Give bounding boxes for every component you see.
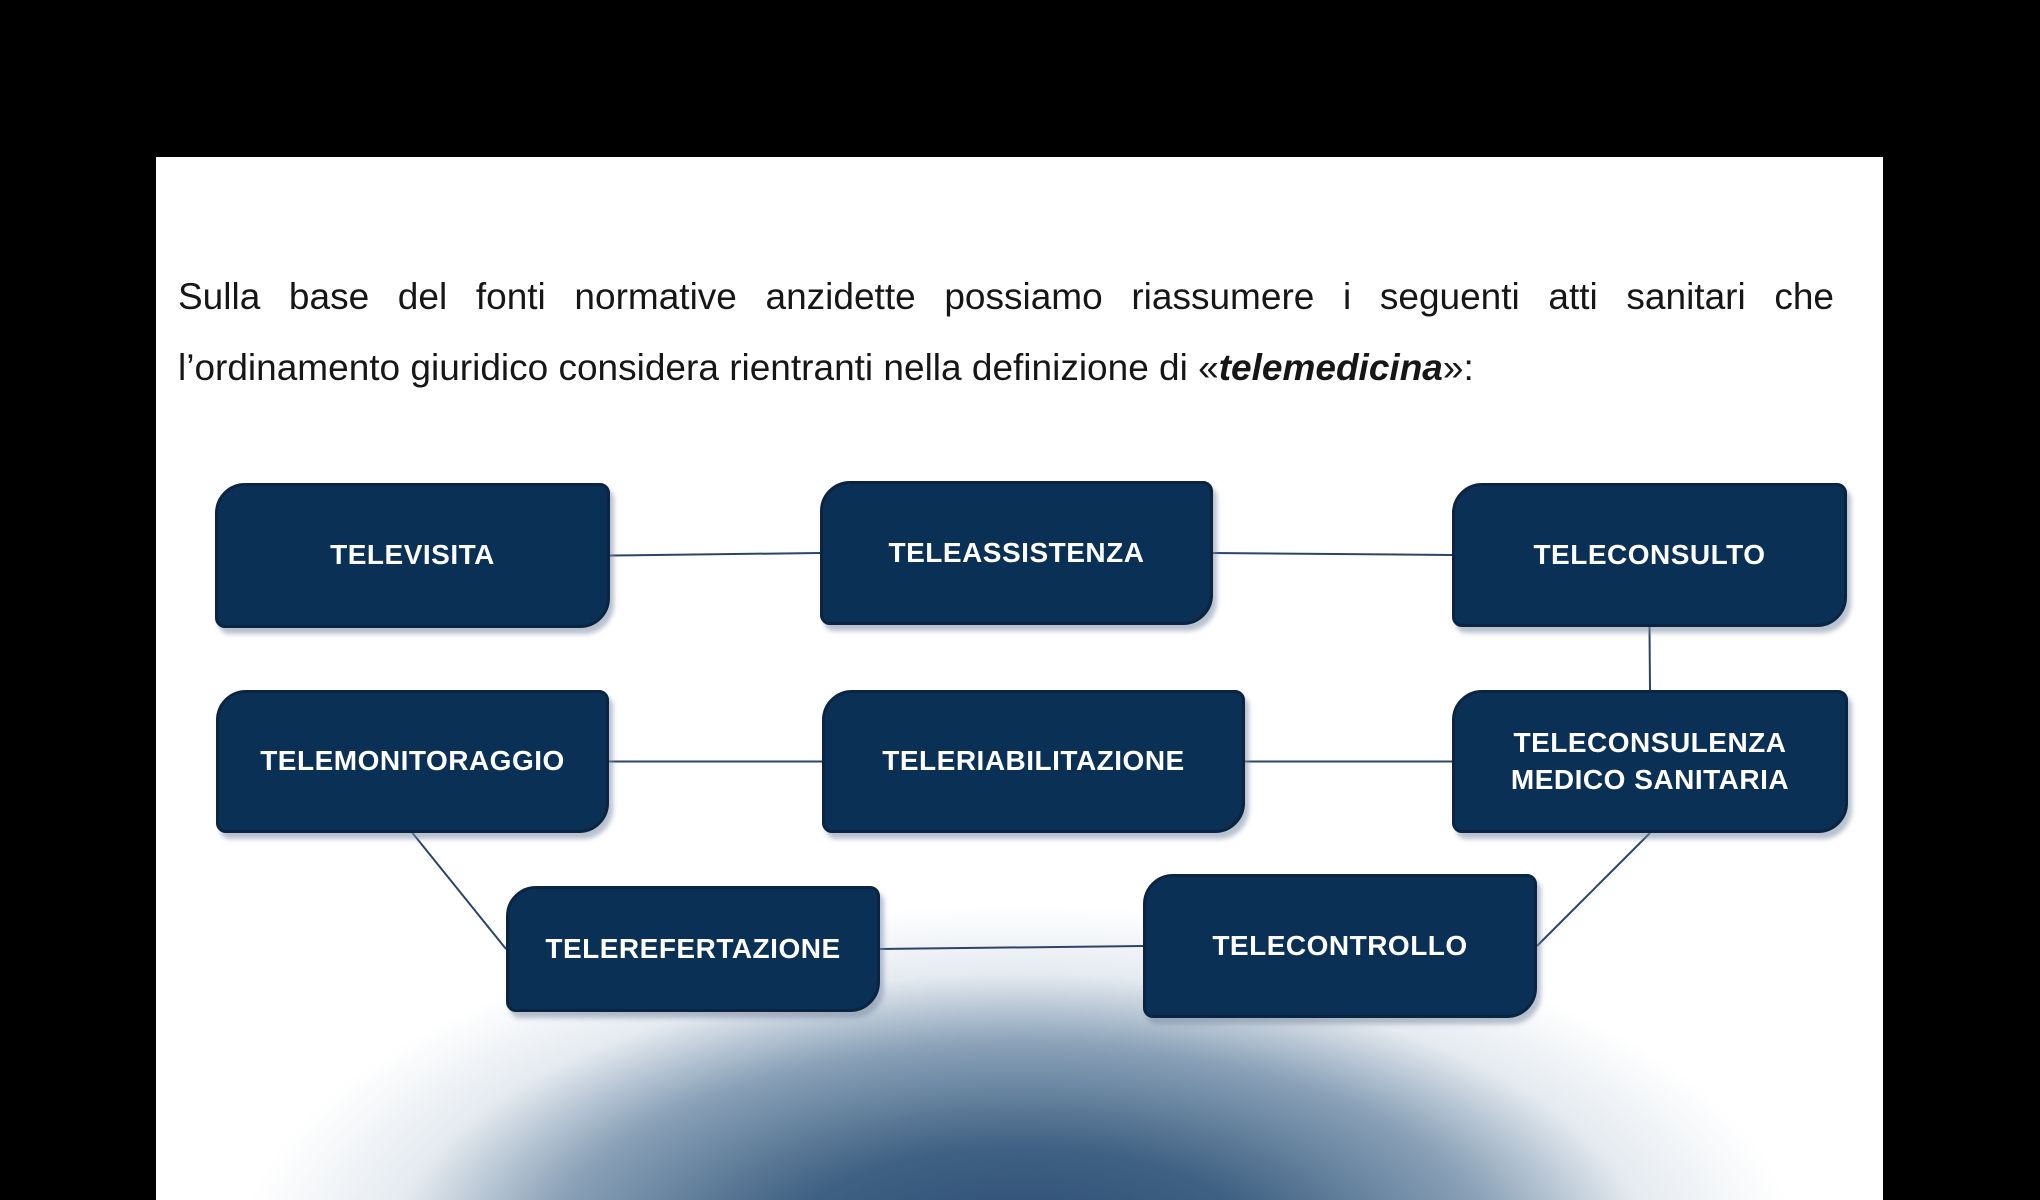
node-telemonitoraggio: TELEMONITORAGGIO <box>216 690 609 833</box>
node-teleriabilitazione: TELERIABILITAZIONE <box>822 690 1245 833</box>
node-telecontrollo: TELECONTROLLO <box>1143 874 1537 1018</box>
intro-paragraph: Sulla base del fonti normative anzidette… <box>178 261 1834 403</box>
node-label: TELERIABILITAZIONE <box>882 745 1185 777</box>
node-label: TELECONSULTO <box>1533 538 1766 570</box>
connector-line <box>1212 552 1453 556</box>
node-teleassistenza: TELEASSISTENZA <box>820 481 1213 625</box>
node-label: TELECONSULENZA MEDICO SANITARIA <box>1510 727 1790 795</box>
intro-text-end: »: <box>1442 347 1474 388</box>
connector-line <box>411 832 507 950</box>
intro-emphasis: telemedicina <box>1218 347 1443 388</box>
node-teleconsulenza-medico-sanitaria: TELECONSULENZA MEDICO SANITARIA <box>1452 690 1848 833</box>
connector-lines <box>411 552 1651 950</box>
node-label: TELEREFERTAZIONE <box>545 932 841 964</box>
connector-line <box>1648 626 1651 691</box>
intro-text-start: Sulla base del fonti normative anzidette… <box>178 276 1834 388</box>
node-label: TELEVISITA <box>330 539 495 571</box>
connector-line <box>1536 832 1651 947</box>
node-teleconsulto: TELECONSULTO <box>1452 483 1847 627</box>
connector-line <box>879 945 1144 950</box>
connector-line <box>609 552 821 557</box>
node-label: TELECONTROLLO <box>1212 929 1468 961</box>
node-televisita: TELEVISITA <box>215 483 610 628</box>
slide: Sulla base del fonti normative anzidette… <box>156 157 1883 1200</box>
node-label: TELEMONITORAGGIO <box>260 745 565 777</box>
node-label: TELEASSISTENZA <box>888 536 1145 568</box>
node-telerefertazione: TELEREFERTAZIONE <box>506 886 880 1012</box>
